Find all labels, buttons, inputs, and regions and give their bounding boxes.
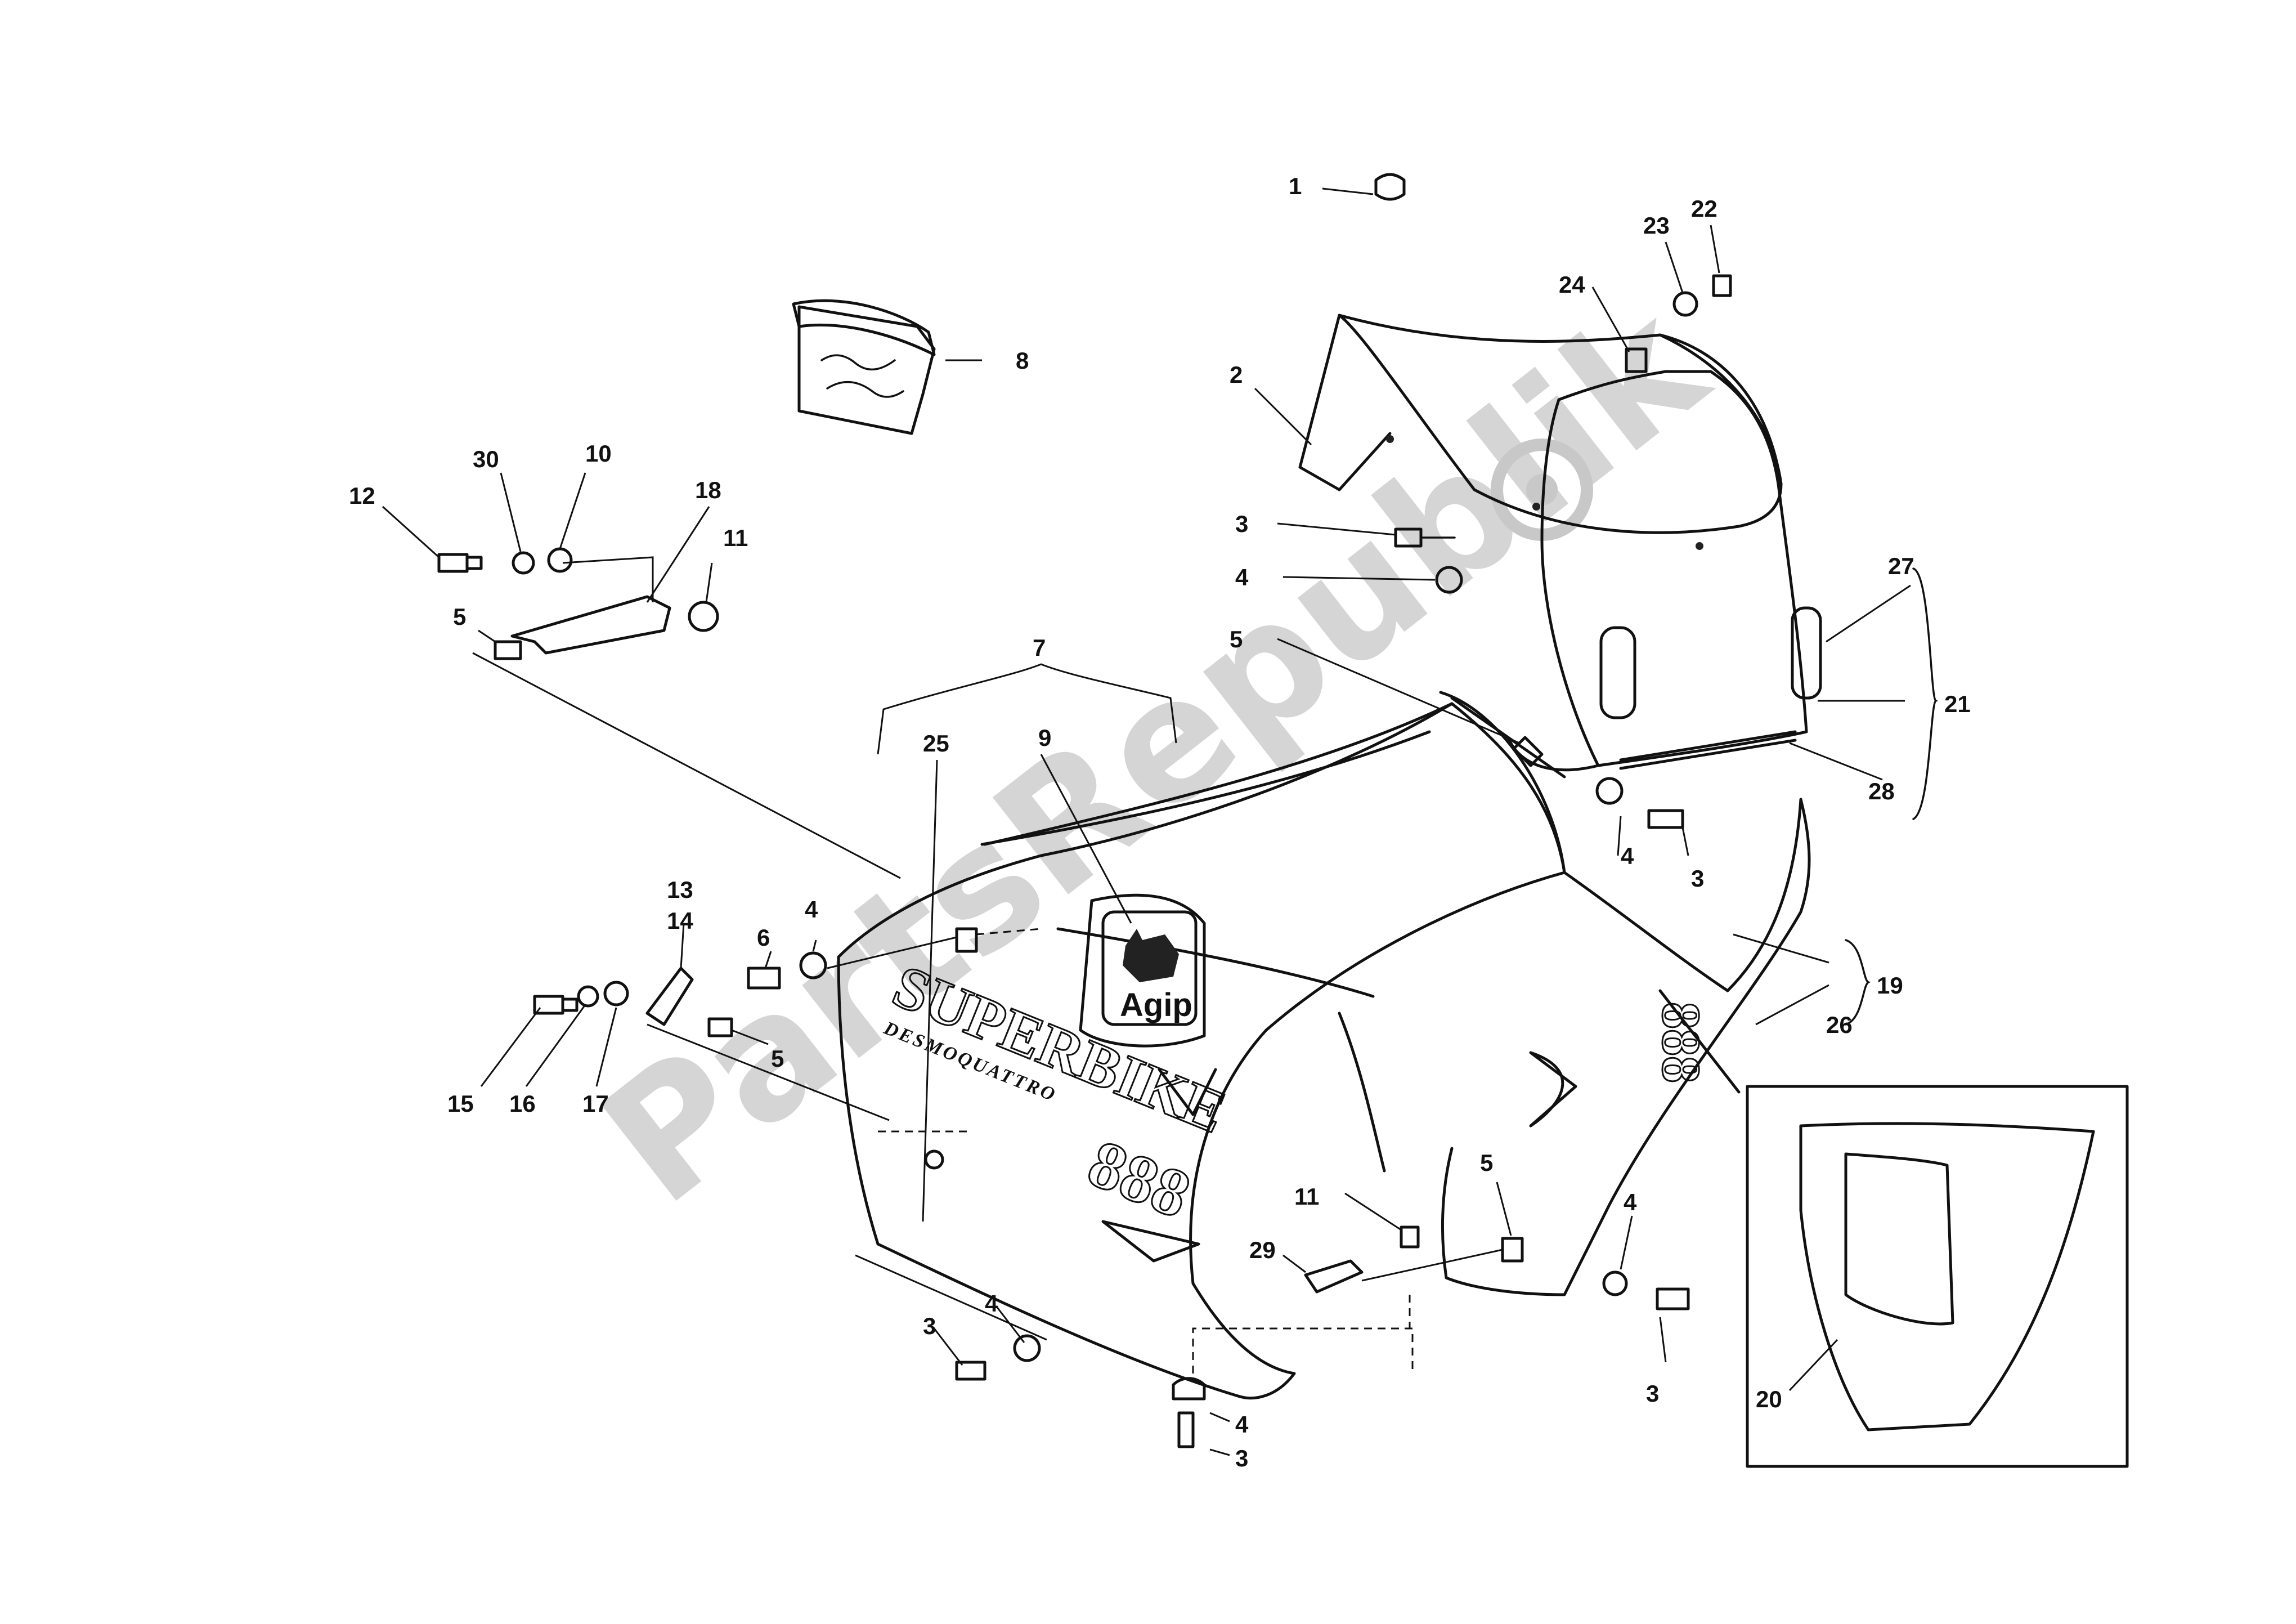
part-2-windscreen: [1254, 314, 1783, 550]
callout-2: 2: [1230, 361, 1243, 388]
callout-22: 22: [1691, 195, 1717, 222]
callout-1: 1: [1289, 173, 1302, 199]
callout-5: 5: [1230, 626, 1243, 652]
callout-3e: 3: [1235, 1445, 1248, 1471]
callout-30: 30: [473, 446, 499, 472]
callout-27: 27: [1888, 553, 1914, 579]
leader-25: [922, 759, 938, 1222]
callout-25: 25: [923, 730, 949, 757]
callout-4: 4: [1235, 564, 1249, 590]
part-8-toolbag: [792, 299, 982, 435]
callout-3d: 3: [923, 1313, 936, 1339]
callout-4b: 4: [1621, 843, 1634, 869]
callout-3b: 3: [1691, 865, 1704, 892]
callout-26: 26: [1826, 1012, 1853, 1038]
callout-4e: 4: [985, 1290, 998, 1317]
callout-24: 24: [1559, 271, 1585, 298]
callout-11: 11: [723, 525, 748, 551]
callout-12: 12: [349, 482, 375, 509]
part-9-agip-decal: Agip: [1079, 893, 1206, 1048]
callout-13: 13: [667, 876, 693, 903]
model-number-left: 888: [1078, 1125, 1200, 1233]
callout-5d: 5: [1480, 1149, 1493, 1176]
leader-9: [1040, 754, 1132, 924]
callout-10: 10: [585, 440, 612, 467]
decal-underline: [1658, 989, 1741, 1094]
callout-19: 19: [1877, 972, 1903, 999]
callout-labels: 1 2 3 3 3 3 3 4 4 4 4 4 4 5 5 5 5 5 6 7 …: [349, 173, 1971, 1471]
callout-20: 20: [1756, 1386, 1782, 1412]
callout-4c: 4: [805, 896, 818, 923]
callout-4d: 4: [1624, 1189, 1637, 1215]
callout-29: 29: [1249, 1237, 1276, 1263]
model-decal-right: 888: [1651, 1001, 1712, 1084]
model-number-right: 888: [1651, 1002, 1711, 1083]
part-20-inner-panel: [1799, 1122, 2095, 1431]
callout-4f: 4: [1235, 1411, 1249, 1438]
part-19-fairing-right-half: [1338, 798, 1871, 1296]
callout-11b: 11: [1294, 1183, 1319, 1210]
callout-15: 15: [447, 1090, 474, 1117]
callout-5b: 5: [453, 603, 466, 630]
part-21-upper-fairing: [1506, 370, 1938, 820]
callout-6: 6: [757, 924, 770, 951]
callout-3c: 3: [1646, 1380, 1659, 1407]
callout-21: 21: [1944, 691, 1971, 717]
callout-9: 9: [1038, 724, 1051, 751]
callout-14: 14: [667, 907, 693, 934]
callout-18: 18: [695, 477, 721, 503]
bracket-7: [877, 663, 1177, 755]
agip-logo-text: Agip: [1120, 987, 1192, 1023]
callout-8: 8: [1016, 347, 1029, 374]
callout-28: 28: [1868, 778, 1895, 804]
callout-7: 7: [1033, 634, 1046, 661]
fasteners: [382, 225, 1732, 1456]
callout-16: 16: [509, 1090, 536, 1117]
part-1-grommet: [1322, 173, 1406, 201]
callout-3: 3: [1235, 511, 1248, 537]
callout-5c: 5: [771, 1045, 784, 1072]
callout-17: 17: [582, 1090, 609, 1117]
inset-box: [1746, 1085, 2129, 1468]
callout-23: 23: [1643, 212, 1670, 239]
